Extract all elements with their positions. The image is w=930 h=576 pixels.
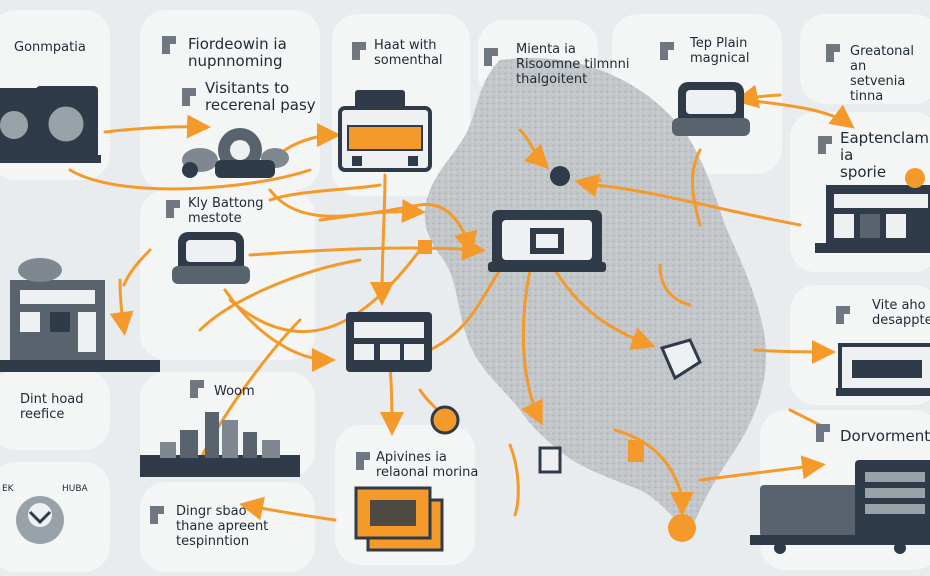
label-worn: Woom bbox=[214, 384, 255, 399]
tiny-tag-right: HUBA bbox=[62, 484, 88, 494]
label-top-right-2: Greatonal an setvenia tinna bbox=[850, 44, 914, 104]
label-top-mid-1: Haat with somenthal bbox=[374, 38, 443, 68]
central-crate bbox=[488, 210, 606, 272]
map-icons bbox=[418, 166, 702, 542]
label-top-left-1: Gonmpatia bbox=[14, 40, 86, 55]
engine-cluster bbox=[182, 128, 289, 178]
puzzle-icons bbox=[150, 36, 850, 524]
flow-arrows bbox=[68, 84, 855, 522]
city-skyline bbox=[140, 412, 300, 477]
label-bottom-mid: Apivines ia relaonal morina bbox=[376, 450, 479, 480]
label-top-mid-2: Mienta ia Risoomne tilmnni thalgoitent bbox=[516, 42, 630, 87]
label-right-2: Vite aho desappternenc bbox=[872, 298, 930, 328]
label-right-1: Eaptenclam ia sporie bbox=[840, 129, 930, 181]
map-silhouette bbox=[424, 58, 766, 535]
car-mid-left bbox=[172, 232, 250, 284]
tiny-tag-left: EK bbox=[2, 484, 14, 494]
label-top-right-1: Tep Plain magnical bbox=[690, 36, 750, 66]
label-bottom-left: Dingr sbao thane apreent tespinntion bbox=[176, 504, 269, 549]
card-top-right-2 bbox=[800, 14, 930, 104]
label-bottom-right: Dorvorment bbox=[840, 427, 930, 445]
car-top-right bbox=[672, 82, 750, 136]
label-top-left-3: Visitants to recerenal pasy bbox=[205, 79, 316, 114]
cabinet-mid bbox=[346, 312, 432, 372]
bee-emblem bbox=[16, 496, 64, 544]
card-left-low bbox=[0, 370, 110, 450]
label-left-low: Dint hoad reefice bbox=[20, 392, 84, 422]
washing-machines bbox=[0, 86, 101, 163]
card-bottom-left-2 bbox=[140, 482, 315, 572]
label-mid-left: Kly Battong mestote bbox=[188, 196, 264, 226]
generator bbox=[750, 460, 930, 554]
orange-book bbox=[354, 486, 444, 552]
label-top-left-2: Fiordeowin ia nupnnoming bbox=[188, 35, 287, 70]
right-bench bbox=[836, 343, 930, 396]
left-building bbox=[0, 258, 160, 372]
orange-label-machine bbox=[338, 90, 432, 172]
right-factory bbox=[815, 168, 930, 253]
